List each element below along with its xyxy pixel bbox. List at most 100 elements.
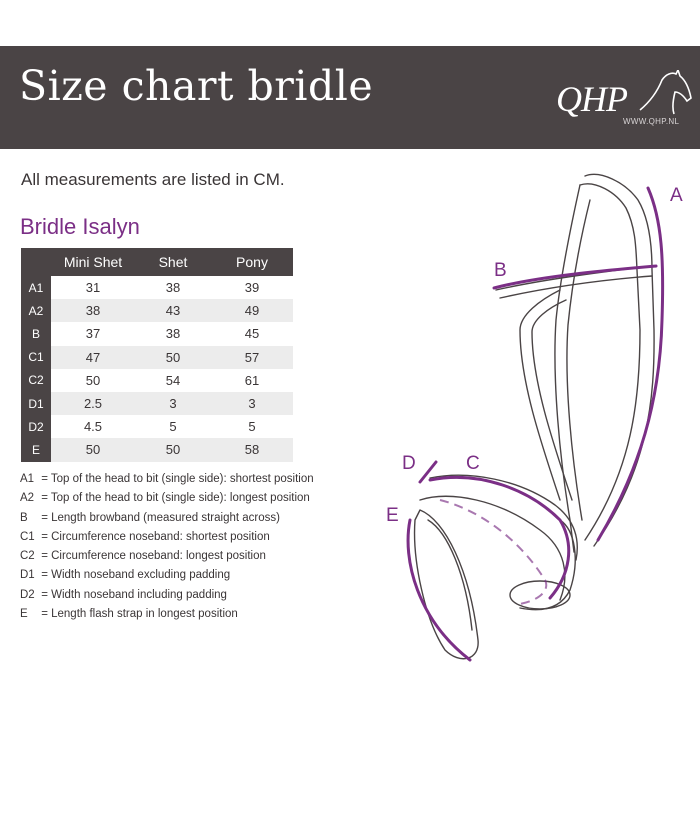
table-cell: 50 <box>51 368 135 392</box>
table-header-row: Mini Shet Shet Pony <box>21 248 293 276</box>
legend-code: B <box>20 511 28 524</box>
row-code: A2 <box>21 299 51 323</box>
measure-line-e <box>406 518 472 662</box>
row-code: D1 <box>21 391 51 416</box>
legend-text: = Circumference noseband: longest positi… <box>41 550 266 563</box>
throatlatch-inner <box>531 299 573 501</box>
legend-item: D2 = Width noseband including padding <box>20 586 314 605</box>
row-code: C2 <box>21 368 51 392</box>
legend-text: = Width noseband including padding <box>41 588 227 601</box>
table-cell: 45 <box>211 322 293 346</box>
table-cell: 39 <box>211 276 293 300</box>
table-cell: 49 <box>211 299 293 323</box>
noseband-front <box>429 474 578 561</box>
table-row: B 37 38 45 <box>21 322 293 346</box>
column-header: Pony <box>211 248 293 276</box>
legend-code: C2 <box>20 550 35 563</box>
noseband-back <box>419 495 566 601</box>
row-code: D2 <box>21 415 51 439</box>
column-header: Shet <box>135 248 211 276</box>
measurement-note: All measurements are listed in CM. <box>21 170 285 189</box>
table-cell: 37 <box>51 322 135 346</box>
header-banner: Size chart bridle QHP WWW.QHP.NL <box>0 46 700 149</box>
table-row: C2 50 54 61 <box>21 368 293 392</box>
measure-line-c <box>428 475 571 600</box>
legend-item: D1 = Width noseband excluding padding <box>20 566 314 585</box>
legend-text: = Top of the head to bit (single side): … <box>41 492 310 505</box>
table-cell: 5 <box>135 415 211 439</box>
legend-item: A1 = Top of the head to bit (single side… <box>20 470 314 489</box>
table-row: D2 4.5 5 5 <box>21 415 293 439</box>
table-cell: 47 <box>51 345 135 369</box>
table-cell: 58 <box>211 438 293 462</box>
legend-item: C2 = Circumference noseband: longest pos… <box>20 547 314 566</box>
throatlatch <box>519 289 561 501</box>
table-cell: 50 <box>135 345 211 369</box>
table-cell: 5 <box>211 415 293 439</box>
measurement-legend: A1 = Top of the head to bit (single side… <box>20 470 314 624</box>
legend-code: E <box>20 608 28 621</box>
table-row: A1 31 38 39 <box>21 276 293 300</box>
cheek-strap-left <box>554 184 581 553</box>
table-row: C1 47 50 57 <box>21 345 293 369</box>
logo-url: WWW.QHP.NL <box>623 117 680 126</box>
browband-lower <box>499 275 653 299</box>
product-name: Bridle Isalyn <box>20 214 140 239</box>
table-corner-cell <box>21 248 51 276</box>
diagram-label-c: C <box>466 453 480 474</box>
table-row: D1 2.5 3 3 <box>21 391 293 416</box>
qhp-logo: QHP WWW.QHP.NL <box>556 70 692 130</box>
table-cell: 50 <box>51 438 135 462</box>
table-cell: 38 <box>135 276 211 300</box>
table-cell: 54 <box>135 368 211 392</box>
table-cell: 38 <box>51 299 135 323</box>
table-row: A2 38 43 49 <box>21 299 293 323</box>
legend-text: = Length flash strap in longest position <box>41 608 238 621</box>
table-cell: 43 <box>135 299 211 323</box>
table-cell: 2.5 <box>51 391 135 416</box>
legend-code: D2 <box>20 588 35 601</box>
legend-item: E = Length flash strap in longest positi… <box>20 605 314 624</box>
measure-line-b <box>492 264 658 290</box>
headpiece-outline <box>584 173 655 547</box>
legend-text: = Width noseband excluding padding <box>41 569 231 582</box>
bridle-diagram: A B C D E <box>386 173 683 662</box>
legend-item: C1 = Circumference noseband: shortest po… <box>20 528 314 547</box>
cheek-strap-left-inner <box>566 199 591 521</box>
table-cell: 57 <box>211 345 293 369</box>
bit-ring <box>509 580 571 610</box>
legend-item: B = Length browband (measured straight a… <box>20 509 314 528</box>
column-header: Mini Shet <box>51 248 135 276</box>
table-cell: 38 <box>135 322 211 346</box>
horse-head-icon <box>639 70 692 115</box>
table-cell: 50 <box>135 438 211 462</box>
legend-item: A2 = Top of the head to bit (single side… <box>20 489 314 508</box>
row-code: B <box>21 322 51 346</box>
diagram-label-a: A <box>670 185 683 206</box>
row-code: A1 <box>21 276 51 300</box>
headpiece-inner <box>579 183 641 541</box>
legend-code: C1 <box>20 530 35 543</box>
flash-strap-inner <box>427 519 473 631</box>
legend-code: A2 <box>20 492 35 505</box>
diagram-label-d: D <box>402 453 416 474</box>
legend-text: = Length browband (measured straight acr… <box>41 511 280 524</box>
measure-line-d <box>418 460 438 484</box>
legend-code: A1 <box>20 473 35 485</box>
logo-text: QHP <box>556 79 628 119</box>
table-cell: 61 <box>211 368 293 392</box>
table-row: E 50 50 58 <box>21 438 293 462</box>
legend-text: = Circumference noseband: shortest posit… <box>41 530 270 543</box>
table-cell: 31 <box>51 276 135 300</box>
table-cell: 3 <box>135 391 211 416</box>
legend-text: = Top of the head to bit (single side): … <box>41 473 314 485</box>
measure-line-a <box>596 186 665 542</box>
diagram-label-b: B <box>494 260 507 281</box>
table-cell: 3 <box>211 391 293 416</box>
size-table: Mini Shet Shet Pony A1 31 38 39 A2 38 43… <box>21 248 293 462</box>
row-code: C1 <box>21 345 51 369</box>
legend-code: D1 <box>20 569 35 582</box>
table-cell: 4.5 <box>51 415 135 439</box>
diagram-label-e: E <box>386 505 399 526</box>
page-title: Size chart bridle <box>19 62 374 110</box>
